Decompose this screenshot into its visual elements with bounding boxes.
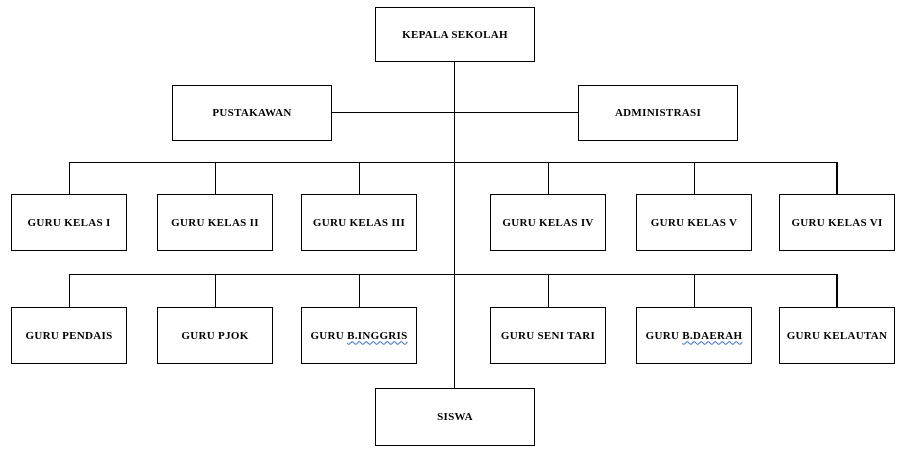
node-label: GURU KELAS IV: [502, 216, 594, 229]
connector-drop: [547, 273, 549, 308]
connector-drop: [836, 273, 838, 308]
node-label-text: GURU: [310, 329, 348, 342]
node-label: ADMINISTRASI: [614, 107, 702, 119]
node-label: GURU KELAS I: [27, 216, 111, 229]
connector-drop: [214, 161, 216, 195]
node-label-text: GURU: [645, 329, 683, 342]
connector-bus-subject-row: [68, 273, 838, 275]
node-label: PUSTAKAWAN: [212, 107, 292, 119]
org-node-guru-kelas-6: GURU KELAS VI: [779, 194, 895, 251]
org-node-guru-kelas-4: GURU KELAS IV: [490, 194, 606, 251]
connector-drop: [358, 273, 360, 308]
org-node-guru-seni-tari: GURU SENI TARI: [490, 307, 606, 364]
org-node-pustakawan: PUSTAKAWAN: [172, 85, 332, 141]
connector-drop: [358, 161, 360, 195]
node-label: GURU KELAUTAN: [786, 329, 888, 342]
connector-staff-row: [332, 111, 578, 113]
connector-bus-class-row: [68, 161, 838, 163]
node-label-flagged-word: B.DAERAH: [682, 329, 743, 342]
connector-drop: [547, 161, 549, 195]
org-node-guru-b-inggris: GURU B.INGGRIS: [301, 307, 417, 364]
node-label: GURU KELAS V: [650, 216, 738, 229]
org-node-guru-kelas-2: GURU KELAS II: [157, 194, 273, 251]
org-node-guru-b-daerah: GURU B.DAERAH: [636, 307, 752, 364]
node-label: SISWA: [437, 411, 473, 423]
node-label: GURU KELAS VI: [791, 216, 883, 229]
connector-drop: [68, 161, 70, 195]
connector-trunk: [453, 62, 455, 388]
org-node-kepala-sekolah: KEPALA SEKOLAH: [375, 7, 535, 62]
org-node-guru-kelautan: GURU KELAUTAN: [779, 307, 895, 364]
org-node-siswa: SISWA: [375, 388, 535, 446]
node-label: KEPALA SEKOLAH: [402, 28, 508, 41]
node-label: GURU B.INGGRIS: [310, 330, 407, 342]
connector-drop: [836, 161, 838, 195]
connector-drop: [693, 273, 695, 308]
org-node-guru-kelas-3: GURU KELAS III: [301, 194, 417, 251]
org-node-guru-pjok: GURU PJOK: [157, 307, 273, 364]
node-label-flagged-word: B.INGGRIS: [347, 329, 408, 342]
node-label: GURU SENI TARI: [500, 329, 596, 342]
node-label: GURU KELAS III: [312, 216, 406, 229]
node-label: GURU KELAS II: [171, 216, 259, 229]
connector-drop: [214, 273, 216, 308]
org-node-guru-pendais: GURU PENDAIS: [11, 307, 127, 364]
node-label: GURU PJOK: [181, 329, 249, 342]
org-node-administrasi: ADMINISTRASI: [578, 85, 738, 141]
node-label: GURU PENDAIS: [25, 329, 113, 342]
connector-drop: [693, 161, 695, 195]
org-node-guru-kelas-5: GURU KELAS V: [636, 194, 752, 251]
node-label: GURU B.DAERAH: [646, 330, 743, 342]
org-node-guru-kelas-1: GURU KELAS I: [11, 194, 127, 251]
connector-drop: [68, 273, 70, 308]
